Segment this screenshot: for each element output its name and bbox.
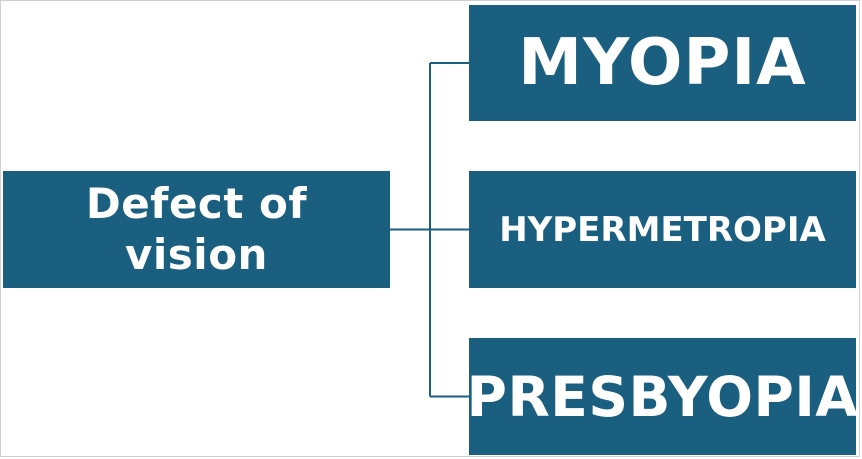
child-node-presbyopia: PRESBYOPIA [466,338,859,455]
root-node-defect-of-vision: Defect of vision [3,171,390,288]
root-label-line-1: Defect of [85,179,308,229]
child-node-myopia: MYOPIA [469,5,856,121]
root-label-line-2: vision [125,229,268,279]
child-node-label: MYOPIA [518,26,807,100]
child-node-hypermetropia: HYPERMETROPIA [469,171,856,288]
child-node-label: PRESBYOPIA [466,364,859,429]
child-node-label: HYPERMETROPIA [499,209,826,250]
root-node-label: Defect of vision [86,179,307,280]
